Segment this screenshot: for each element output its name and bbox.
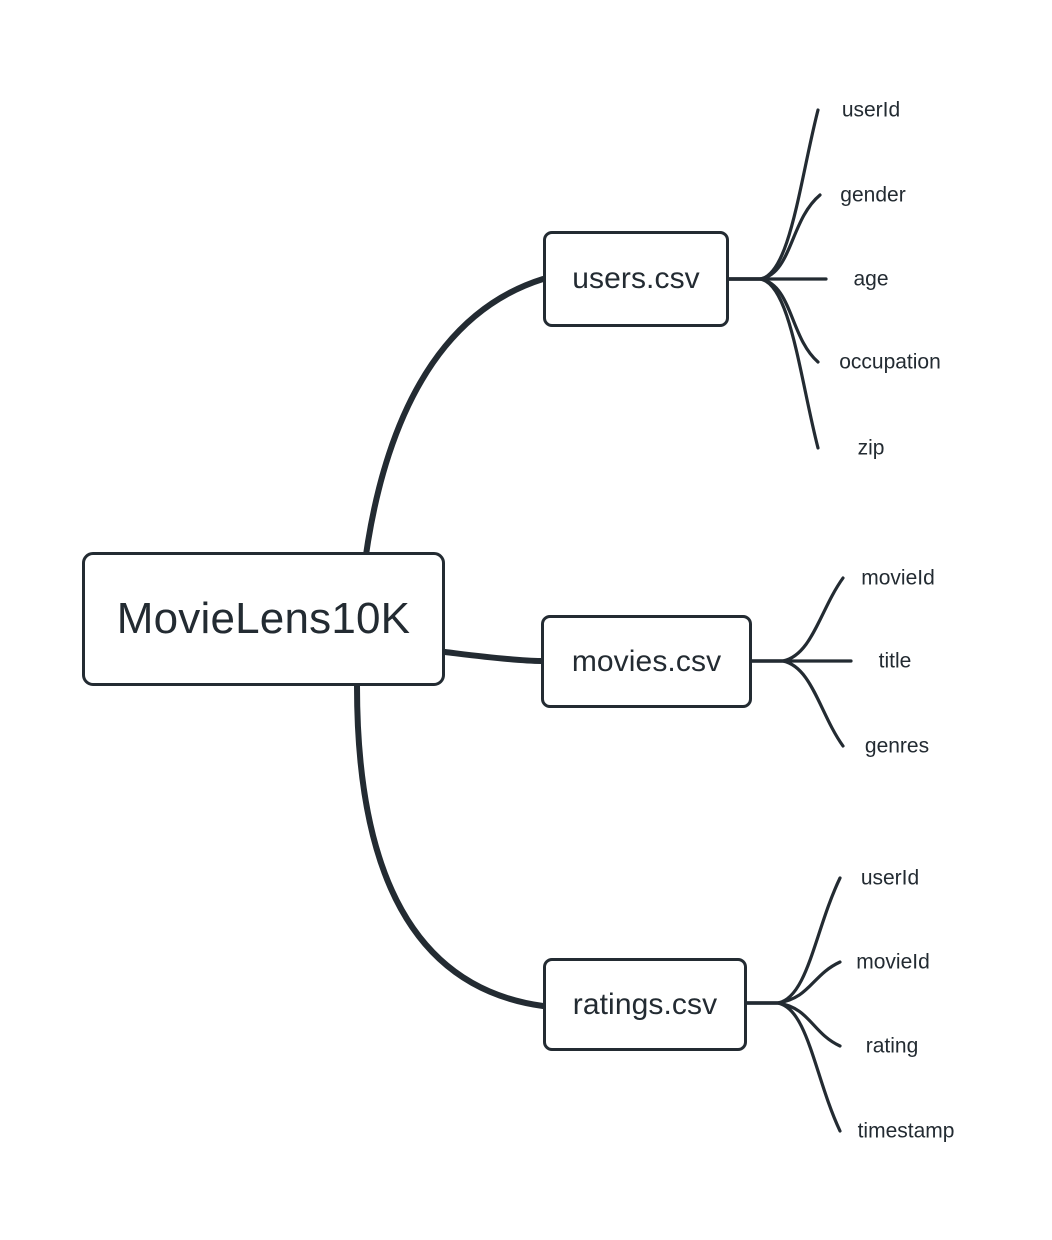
root-node-label: MovieLens10K (116, 594, 411, 643)
leaf-ratings-userid[interactable]: userId (860, 866, 920, 890)
leaf-movies-movieid[interactable]: movieId (861, 566, 935, 590)
branch-node-label-ratings: ratings.csv (572, 987, 718, 1021)
edge-root-to-movies (442, 649, 544, 664)
edge-users-to-occupation (726, 277, 820, 364)
leaf-users-gender[interactable]: gender (840, 183, 906, 207)
root-node-movielens10k[interactable]: MovieLens10K (82, 552, 445, 686)
leaf-movies-genres[interactable]: genres (864, 734, 930, 758)
edge-ratings-to-timestamp (745, 1001, 842, 1133)
edge-users-to-userId (726, 108, 820, 281)
edge-users-to-zip (726, 277, 820, 450)
branch-node-ratings-csv[interactable]: ratings.csv (543, 958, 747, 1051)
edge-ratings-to-movieId (745, 960, 842, 1005)
leaf-users-age[interactable]: age (853, 267, 889, 291)
edge-ratings-to-userId (745, 876, 842, 1005)
leaf-ratings-movieid[interactable]: movieId (856, 950, 930, 974)
leaf-ratings-rating[interactable]: rating (865, 1034, 919, 1058)
leaf-movies-title[interactable]: title (878, 649, 912, 673)
leaf-ratings-timestamp[interactable]: timestamp (857, 1119, 955, 1143)
leaf-users-occupation[interactable]: occupation (839, 350, 941, 374)
edge-movies-to-genres (750, 659, 845, 748)
branch-node-label-users: users.csv (572, 262, 700, 295)
leaf-users-userid[interactable]: userId (841, 98, 901, 122)
branch-node-users-csv[interactable]: users.csv (543, 231, 729, 327)
branch-node-movies-csv[interactable]: movies.csv (541, 615, 752, 708)
edge-root-to-ratings (354, 683, 546, 1009)
leaf-users-zip[interactable]: zip (857, 436, 885, 460)
edge-ratings-to-rating (745, 1001, 842, 1048)
branch-node-label-movies: movies.csv (571, 644, 722, 678)
edge-users-to-gender (726, 193, 822, 281)
edge-movies-to-movieId (750, 576, 845, 663)
